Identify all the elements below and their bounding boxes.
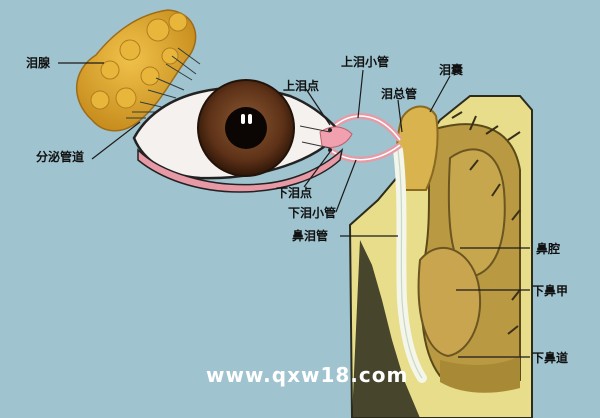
label-upper-punctum: 上泪点 [283,79,320,93]
leader-lines [58,62,530,358]
watermark-text: www.qxw18.com [206,363,409,387]
inferior-turbinate-shape [417,247,482,358]
label-upper-canaliculus: 上泪小管 [341,55,390,69]
label-nasal-cavity: 鼻腔 [536,242,561,256]
label-excretory-ducts: 分泌管道 [36,150,85,164]
label-nasolacrimal-duct: 鼻泪管 [292,229,329,243]
label-common-canaliculus: 泪总管 [381,87,418,101]
label-inferior-turbinate: 下鼻甲 [532,284,569,298]
label-lower-canaliculus: 下泪小管 [288,206,337,220]
eye-shape [132,79,353,193]
bone-shadow [352,240,420,418]
bone-texture [451,111,521,335]
nasal-region [348,95,533,418]
upper-turbinate [447,148,506,278]
nasolacrimal-duct-shape [393,145,427,383]
inferior-meatus-shape [440,356,520,393]
label-lacrimal-sac: 泪囊 [439,63,464,77]
label-inferior-meatus: 下鼻道 [532,351,569,365]
label-lacrimal-gland: 泪腺 [26,56,51,70]
lacrimal-gland-shape [76,9,197,132]
label-lower-punctum: 下泪点 [276,186,313,200]
